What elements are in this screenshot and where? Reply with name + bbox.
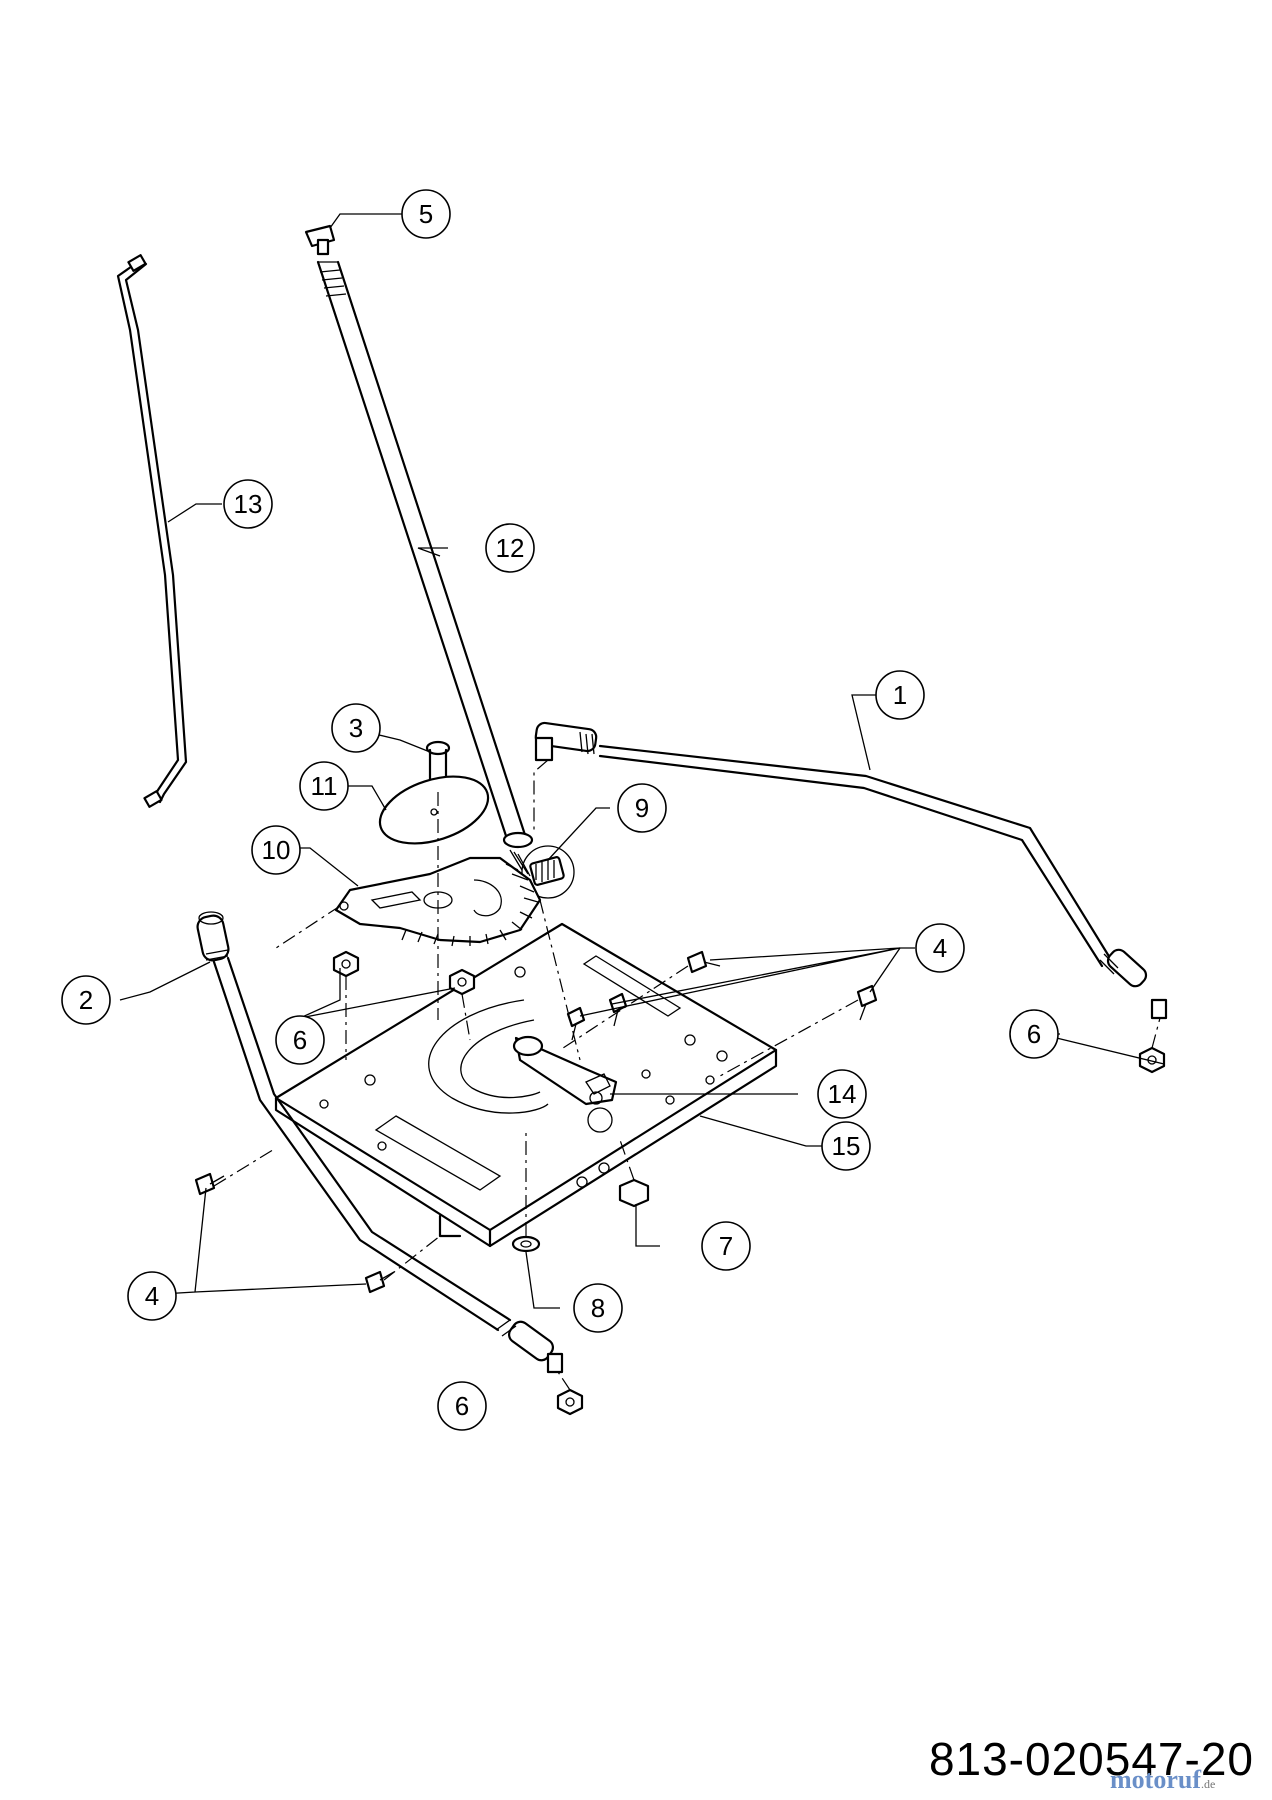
svg-text:8: 8 — [591, 1293, 605, 1323]
washer-8 — [511, 1235, 541, 1253]
svg-text:6: 6 — [455, 1391, 469, 1421]
rod-13 — [116, 254, 188, 808]
pinion-gear-9 — [521, 845, 575, 899]
callout-15: 15 — [821, 1121, 871, 1171]
bolts-4 — [194, 950, 878, 1294]
watermark-logo: motoruf.de — [1110, 1765, 1215, 1795]
svg-text:7: 7 — [719, 1231, 733, 1261]
callout-13: 13 — [223, 479, 273, 529]
watermark-brand: motoruf — [1110, 1765, 1201, 1794]
callout-6-lower: 6 — [437, 1381, 487, 1431]
svg-text:4: 4 — [145, 1281, 159, 1311]
callout-6-upper: 6 — [275, 1015, 325, 1065]
callout-7: 7 — [701, 1221, 751, 1271]
tie-rod-2 — [196, 911, 564, 1374]
callout-2: 2 — [61, 975, 111, 1025]
svg-text:13: 13 — [234, 489, 263, 519]
callout-4-upper: 4 — [915, 923, 965, 973]
nut-6-upper — [332, 950, 476, 996]
svg-text:5: 5 — [419, 199, 433, 229]
svg-text:6: 6 — [293, 1025, 307, 1055]
svg-text:2: 2 — [79, 985, 93, 1015]
steering-shaft-12 — [316, 260, 534, 877]
watermark-tld: .de — [1200, 1777, 1216, 1791]
pivot-arm-14 — [512, 1035, 618, 1106]
svg-text:15: 15 — [832, 1131, 861, 1161]
callout-5: 5 — [401, 189, 451, 239]
svg-text:9: 9 — [635, 793, 649, 823]
svg-text:10: 10 — [262, 835, 291, 865]
callout-4-lower: 4 — [127, 1271, 177, 1321]
svg-text:11: 11 — [311, 771, 338, 801]
nut-6-lower — [556, 1388, 584, 1416]
assembly-centerlines — [213, 759, 1161, 1391]
svg-text:1: 1 — [893, 680, 907, 710]
svg-text:12: 12 — [496, 533, 525, 563]
nut-6-right — [1138, 1046, 1166, 1074]
drawing-number: 813-020547-20 — [928, 1733, 1254, 1785]
callout-11: 11 — [299, 761, 349, 811]
svg-text:6: 6 — [1027, 1019, 1041, 1049]
svg-text:3: 3 — [349, 713, 363, 743]
disk-11 — [378, 775, 490, 845]
bolt-5 — [304, 224, 336, 256]
nut-7 — [618, 1178, 650, 1208]
callout-9: 9 — [617, 783, 667, 833]
callout-10: 10 — [251, 825, 301, 875]
callout-8: 8 — [573, 1283, 623, 1333]
callout-12: 12 — [485, 523, 535, 573]
callout-14: 14 — [817, 1069, 867, 1119]
svg-text:14: 14 — [828, 1079, 857, 1109]
callout-6-right: 6 — [1009, 1009, 1059, 1059]
tie-rod-1 — [534, 721, 1168, 1020]
callout-3: 3 — [331, 703, 381, 753]
svg-text:4: 4 — [933, 933, 947, 963]
callout-1: 1 — [875, 670, 925, 720]
